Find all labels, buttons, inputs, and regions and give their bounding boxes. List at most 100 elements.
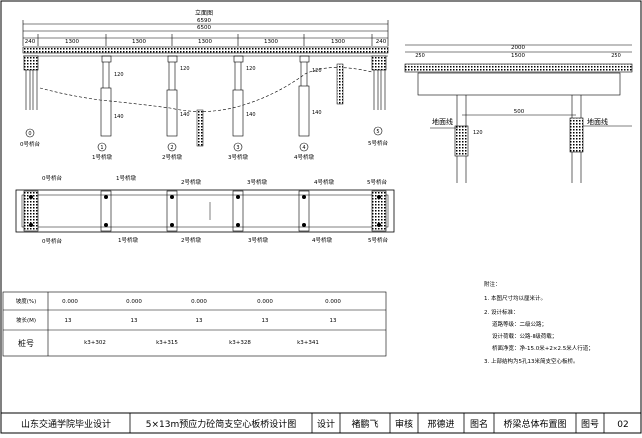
plan-top-label-5: 5号桥台 bbox=[367, 178, 387, 186]
soil-layer-a bbox=[196, 109, 204, 147]
plan-pier-3 bbox=[232, 190, 244, 232]
design-label: 设计 bbox=[317, 418, 335, 430]
plan-bottom-label-1: 1号桥墩 bbox=[118, 236, 138, 244]
callout-num-0: 0 bbox=[28, 131, 31, 137]
pier-1 bbox=[100, 55, 112, 137]
plan-bottom-label-3: 3号桥墩 bbox=[248, 236, 268, 244]
dim-total-2: 6500 bbox=[197, 25, 211, 31]
length-value-1: 13 bbox=[65, 318, 72, 324]
drawing-no-label: 图号 bbox=[581, 419, 599, 430]
section-dim-250-right: 250 bbox=[611, 53, 621, 59]
plan-top-label-0: 0号桥台 bbox=[42, 174, 62, 182]
pier-4 bbox=[298, 55, 310, 137]
section-dim-1500: 1500 bbox=[511, 53, 525, 59]
plan-inner bbox=[21, 194, 389, 228]
height-dim-2: 140 bbox=[114, 114, 124, 120]
designer-name: 褚鹏飞 bbox=[351, 418, 378, 430]
plan-bottom-label-2: 2号桥墩 bbox=[181, 236, 201, 244]
profile-row-label-station: 桩号 bbox=[18, 338, 34, 348]
profile-table bbox=[2, 291, 387, 357]
note-line-3: 道路等级：二级公路； bbox=[492, 320, 547, 328]
callout-circle-2 bbox=[167, 142, 177, 152]
plan-abutment-0 bbox=[23, 190, 39, 232]
dim-total-1: 6590 bbox=[197, 18, 211, 24]
section-dim-250-left: 250 bbox=[415, 53, 425, 59]
plan-pier-4 bbox=[298, 190, 310, 232]
pier-3-label: 3号桥墩 bbox=[228, 153, 248, 161]
grade-value-4: 0.000 bbox=[257, 299, 273, 305]
reviewer-name: 邢德进 bbox=[427, 418, 454, 430]
height-dim-6: 140 bbox=[246, 112, 256, 118]
elevation-title: 立面图 bbox=[195, 9, 213, 17]
station-value-2: k3+315 bbox=[156, 340, 178, 346]
abutment-0-label: 0号桥台 bbox=[20, 140, 40, 148]
span-dim-6: 1300 bbox=[331, 39, 345, 45]
plan-bottom-label-4: 4号桥墩 bbox=[312, 236, 332, 244]
pier-3 bbox=[232, 55, 244, 137]
height-dim-4: 140 bbox=[180, 112, 190, 118]
plan-bottom-label-0: 0号桥台 bbox=[42, 237, 62, 245]
drawing-name: 桥梁总体布置图 bbox=[503, 418, 566, 430]
span-dim-1: 240 bbox=[25, 39, 36, 45]
height-dim-7: 120 bbox=[312, 68, 322, 74]
pier-1-label: 1号桥墩 bbox=[92, 153, 112, 161]
plan-top-label-2: 2号桥墩 bbox=[181, 178, 201, 186]
ground-label-right: 地面线 bbox=[587, 117, 608, 126]
plan-abutment-5 bbox=[371, 190, 387, 232]
height-dim-1: 120 bbox=[114, 72, 124, 78]
callout-num-1: 1 bbox=[100, 145, 103, 151]
soil-layer-b bbox=[336, 63, 344, 105]
plan-view: 0号桥台 1号桥墩 2号桥墩 3号桥墩 4号桥墩 5号桥台 0号桥台 1号桥墩 … bbox=[15, 174, 395, 245]
profile-row-label-grade: 坡度(%) bbox=[16, 297, 37, 305]
ground-label-left: 地面线 bbox=[432, 117, 453, 126]
span-dim-3: 1300 bbox=[132, 39, 146, 45]
span-dim-5: 1300 bbox=[264, 39, 278, 45]
abutment-5 bbox=[371, 55, 387, 110]
note-line-1: 1. 本图尺寸均以厘米计。 bbox=[484, 294, 546, 302]
cross-section-view: 2000 250 1500 250 500 地面线 地面线 120 bbox=[404, 44, 633, 183]
callout-circle-5 bbox=[373, 126, 383, 136]
elevation-deck bbox=[22, 46, 389, 54]
callout-num-4: 4 bbox=[302, 145, 305, 151]
span-dim-4: 1300 bbox=[198, 39, 212, 45]
notes-heading: 附注： bbox=[484, 280, 501, 288]
length-value-4: 13 bbox=[262, 318, 269, 324]
note-line-4: 设计荷载：公路-Ⅱ级荷载； bbox=[492, 332, 557, 340]
callout-circle-4 bbox=[299, 142, 309, 152]
review-label: 审核 bbox=[395, 418, 413, 430]
pier-4-label: 4号桥墩 bbox=[294, 153, 314, 161]
height-dim-5: 120 bbox=[246, 66, 256, 72]
project-title: 5×13m预应力砼简支空心板桥设计图 bbox=[146, 418, 297, 430]
section-pile-left bbox=[454, 95, 469, 183]
callout-num-2: 2 bbox=[170, 145, 173, 151]
grade-value-3: 0.000 bbox=[191, 299, 207, 305]
ground-line bbox=[39, 67, 373, 112]
plan-pier-2 bbox=[166, 190, 178, 232]
callout-circle-1 bbox=[97, 142, 107, 152]
station-value-1: k3+302 bbox=[84, 340, 106, 346]
span-dim-2: 1300 bbox=[65, 39, 79, 45]
callout-num-3: 3 bbox=[236, 145, 239, 151]
callout-circle-0 bbox=[25, 128, 35, 138]
school-name: 山东交通学院毕业设计 bbox=[21, 418, 111, 430]
note-line-2: 2. 设计标准： bbox=[484, 308, 519, 316]
plan-top-label-3: 3号桥墩 bbox=[247, 178, 267, 186]
plan-outline bbox=[15, 189, 395, 233]
station-value-3: k3+328 bbox=[229, 340, 251, 346]
plan-pier-1 bbox=[100, 190, 112, 232]
note-line-5: 桥面净宽：净-15.0米+2×2.5米人行道； bbox=[492, 344, 594, 352]
station-value-4: k3+341 bbox=[297, 340, 319, 346]
drawing-no: 02 bbox=[617, 420, 628, 430]
section-small-dim: 120 bbox=[473, 130, 483, 136]
length-value-2: 13 bbox=[131, 318, 138, 324]
section-cap-beam bbox=[417, 72, 621, 96]
height-dim-3: 120 bbox=[180, 66, 190, 72]
callout-circle-3 bbox=[233, 142, 243, 152]
grade-value-5: 0.000 bbox=[325, 299, 341, 305]
callout-num-5: 5 bbox=[376, 129, 379, 135]
length-value-5: 13 bbox=[330, 318, 337, 324]
plan-top-label-4: 4号桥墩 bbox=[314, 178, 334, 186]
abutment-5-label: 5号桥台 bbox=[368, 139, 388, 147]
notes-block: 附注： 1. 本图尺寸均以厘米计。 2. 设计标准： 道路等级：二级公路； 设计… bbox=[484, 280, 594, 365]
